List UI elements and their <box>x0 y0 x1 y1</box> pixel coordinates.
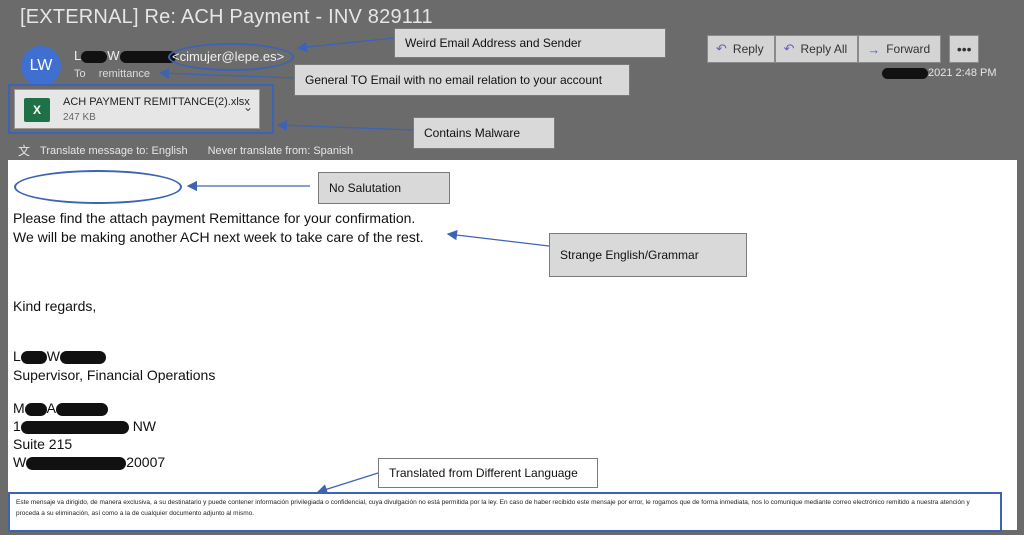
callout-no-salutation: No Salutation <box>318 172 450 204</box>
signature-title: Supervisor, Financial Operations <box>13 367 216 383</box>
redaction <box>26 456 127 470</box>
excel-file-icon: X <box>24 98 50 122</box>
body-line-2: We will be making another ACH next week … <box>13 229 424 245</box>
timestamp-text: 2021 2:48 PM <box>928 67 997 79</box>
callout-general-to: General TO Email with no email relation … <box>294 64 630 96</box>
email-subject: [EXTERNAL] Re: ACH Payment - INV 829111 <box>20 6 433 28</box>
callout-malware: Contains Malware <box>413 117 555 149</box>
body-line-1: Please find the attach payment Remittanc… <box>13 210 416 226</box>
arrow-translated <box>316 472 379 495</box>
addr4-end: 20007 <box>126 454 166 470</box>
more-actions-button[interactable]: ••• <box>949 35 980 63</box>
translate-bar: 文 Translate message to: English Never tr… <box>18 142 353 159</box>
addr2-end: NW <box>132 418 157 434</box>
avatar: LW <box>21 46 61 86</box>
redaction <box>81 50 108 63</box>
callout-translated: Translated from Different Language <box>378 458 598 488</box>
to-line: To remittance <box>74 68 160 80</box>
reply-all-label: Reply All <box>800 42 848 56</box>
reply-all-button[interactable]: ↶ Reply All <box>774 35 859 63</box>
disclaimer: Este mensaje va dirigido, de manera excl… <box>8 492 1002 532</box>
reply-all-icon: ↶ <box>783 41 795 56</box>
forward-button[interactable]: → Forward <box>858 35 942 63</box>
attachment-card[interactable]: X ACH PAYMENT REMITTANCE(2).xlsx 247 KB … <box>14 89 260 129</box>
address-line-2: 1 NW <box>13 418 156 434</box>
forward-icon: → <box>867 41 881 57</box>
addr1-mid: A <box>46 400 57 416</box>
redaction <box>56 402 109 416</box>
sender-first-initial: L <box>74 48 82 63</box>
timestamp: 2021 2:48 PM <box>882 67 997 79</box>
addr2-start: 1 <box>13 418 21 434</box>
reply-label: Reply <box>732 42 764 56</box>
arrow-grammar <box>446 229 550 247</box>
attachment-name: ACH PAYMENT REMITTANCE(2).xlsx <box>63 96 250 108</box>
chevron-down-icon[interactable]: ⌄ <box>243 100 254 114</box>
redaction <box>20 420 129 434</box>
annotation-box-attachment <box>8 84 274 134</box>
never-translate-link[interactable]: Never translate from: Spanish <box>207 144 354 157</box>
sig-first-initial: L <box>13 348 21 364</box>
address-line-4: W 20007 <box>13 454 165 470</box>
addr4-start: W <box>13 454 27 470</box>
forward-label: Forward <box>886 42 931 56</box>
sig-last-initial: W <box>46 348 61 364</box>
sender-last-initial: W <box>107 48 120 63</box>
attachment-size: 247 KB <box>63 112 96 123</box>
redaction <box>119 50 176 63</box>
redaction <box>60 350 107 364</box>
callout-grammar: Strange English/Grammar <box>549 233 747 277</box>
callout-weird-sender: Weird Email Address and Sender <box>394 28 666 58</box>
arrow-malware <box>276 120 414 131</box>
reply-icon: ↶ <box>716 41 727 56</box>
addr1-start: M <box>13 400 25 416</box>
arrow-sender <box>296 37 395 53</box>
closing: Kind regards, <box>13 298 97 314</box>
annotation-oval-sender <box>168 43 294 71</box>
to-recipient[interactable]: remittance <box>98 68 151 80</box>
redaction <box>882 67 928 79</box>
arrow-to <box>158 68 295 79</box>
translate-link[interactable]: Translate message to: English <box>40 144 188 157</box>
translate-icon: 文 <box>18 144 31 158</box>
redaction <box>20 350 47 364</box>
to-label: To <box>74 68 86 80</box>
message-actions: ↶ Reply ↶ Reply All → Forward ••• <box>707 35 980 63</box>
address-line-3: Suite 215 <box>13 436 73 452</box>
annotation-oval-salutation <box>14 170 182 204</box>
redaction <box>24 402 47 416</box>
reply-button[interactable]: ↶ Reply <box>707 35 775 63</box>
